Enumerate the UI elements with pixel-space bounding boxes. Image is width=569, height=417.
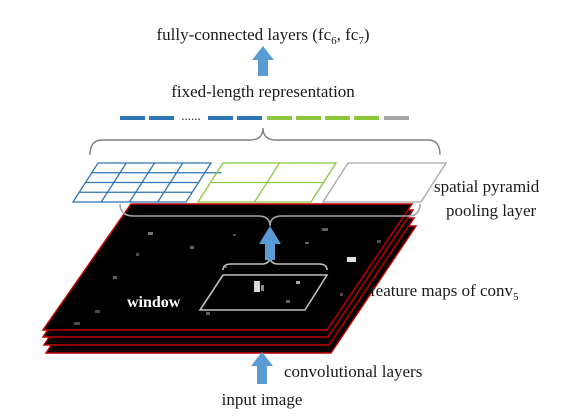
window-label: window (127, 294, 181, 311)
spp-label-line2: pooling layer (446, 201, 537, 220)
window-activation (296, 281, 300, 284)
vector-bin-green (296, 116, 321, 120)
window-activation (261, 285, 264, 291)
vector-bin-blue (208, 116, 233, 120)
vector-bin-gray (384, 116, 409, 120)
fc-layers-label: fully-connected layers (fc6, fc7) (156, 25, 369, 47)
vector-ellipsis: ...... (181, 108, 201, 123)
vector-bin-blue (120, 116, 145, 120)
vector-brace (89, 127, 441, 156)
feature-map-stack: window (41, 203, 418, 354)
window-region (198, 274, 329, 311)
feature-map-sheet (41, 203, 414, 331)
conv-layers-label: convolutional layers (284, 362, 422, 381)
arrow-to-fc (252, 46, 274, 76)
arrow-to-pyramid (259, 226, 281, 260)
fixed-length-label: fixed-length representation (171, 82, 355, 101)
pyramid-grid-4x4 (71, 162, 222, 203)
arrow-from-input (251, 352, 273, 384)
feature-activations (74, 228, 381, 325)
spp-label-line1: spatial pyramid (434, 177, 540, 196)
vector-bin-blue (149, 116, 174, 120)
fixed-length-vector: ...... (120, 108, 409, 123)
pyramid-grid-2x2 (196, 162, 338, 203)
window-activation (254, 281, 260, 292)
vector-bin-green (267, 116, 292, 120)
vector-bin-green (354, 116, 379, 120)
feature-maps-label: feature maps of conv5 (370, 281, 519, 303)
vector-bin-blue (237, 116, 262, 120)
pyramid-grid-1x1 (321, 162, 448, 203)
vector-bin-green (325, 116, 350, 120)
input-image-label: input image (222, 390, 303, 409)
